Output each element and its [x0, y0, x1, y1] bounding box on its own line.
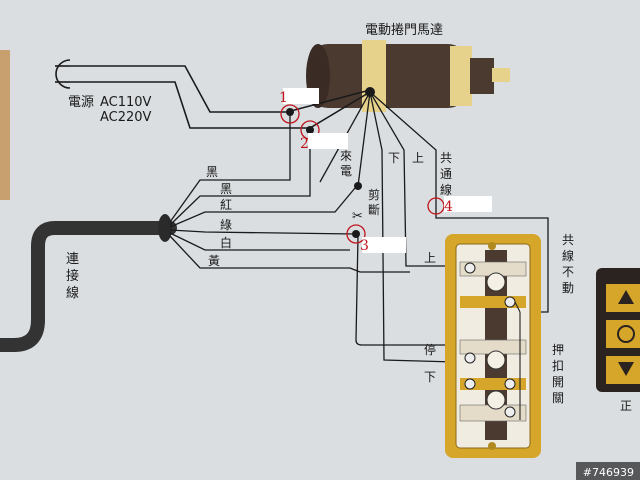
cable-label-2: 接 — [66, 268, 79, 284]
wire-color-black-2: 黑 — [220, 182, 232, 196]
wire-color-red: 紅 — [220, 198, 232, 212]
stop-icon — [617, 325, 635, 343]
power-label: 電源 — [68, 95, 94, 110]
wire-color-yellow: 黃 — [208, 254, 220, 268]
incoming-label-2: 電 — [340, 164, 352, 178]
scissors-icon: ✂ — [352, 209, 363, 224]
wire-color-white: 白 — [220, 235, 232, 250]
markers — [280, 88, 492, 253]
left-edge-object — [0, 50, 10, 200]
down-arrow-icon — [618, 362, 634, 376]
right-edge-label: 正 — [620, 399, 632, 413]
incoming-label-1: 來 — [340, 149, 352, 163]
marker-1-ring — [280, 104, 300, 124]
motor-title: 電動捲門馬達 — [365, 23, 443, 38]
plug-arc — [55, 59, 71, 89]
cable-end — [158, 214, 172, 242]
common-wire-label-3: 線 — [440, 182, 452, 197]
motor-neck — [470, 58, 494, 94]
common-fixed-label-1: 共 — [562, 233, 574, 247]
marker-2-box — [308, 133, 348, 149]
motor-shaft — [492, 68, 510, 82]
common-wire-label-2: 通 — [440, 167, 452, 181]
switch-label-4: 關 — [552, 391, 564, 405]
marker-1-number: 1 — [279, 90, 288, 106]
marker-4-box — [444, 196, 492, 212]
connection-cable — [0, 221, 177, 352]
common-fixed-label-2: 線 — [562, 248, 574, 263]
up-label-top: 上 — [412, 151, 424, 165]
junction-dots — [286, 87, 375, 238]
down-label-switch: 下 — [424, 370, 436, 384]
marker-1-box — [283, 88, 319, 104]
switch-label-2: 扣 — [552, 359, 564, 373]
common-wire-label-1: 共 — [440, 151, 452, 165]
power-ac220: AC220V — [100, 110, 152, 125]
cut-label-1: 剪 — [368, 187, 380, 202]
power-ac110: AC110V — [100, 95, 152, 110]
up-arrow-icon — [618, 290, 634, 304]
marker-3-ring — [346, 224, 366, 244]
power-wires — [55, 59, 371, 129]
switch-label-1: 押 — [552, 343, 564, 357]
motor-body — [308, 44, 468, 108]
switch-label-3: 開 — [552, 375, 564, 389]
stop-label-switch: 停 — [424, 342, 436, 357]
wire-color-black-1: 黑 — [206, 165, 218, 179]
cable-label-3: 線 — [66, 285, 79, 301]
marker-3-box — [362, 237, 406, 253]
up-label-switch: 上 — [424, 251, 436, 265]
marker-3-number: 3 — [360, 238, 369, 254]
down-label-top: 下 — [388, 151, 400, 165]
motor-wires — [319, 91, 549, 363]
common-fixed-label-3: 不 — [562, 265, 574, 279]
cut-label-2: 斷 — [368, 203, 380, 217]
motor-band-right — [450, 46, 472, 106]
marker-4-number: 4 — [444, 199, 453, 215]
wire-color-green: 綠 — [220, 218, 232, 232]
fanout-wires — [169, 112, 410, 273]
remote-control — [596, 268, 640, 392]
marker-2-number: 2 — [300, 136, 309, 152]
switch-box — [445, 234, 541, 458]
common-fixed-label-4: 動 — [562, 281, 574, 295]
cable-label-1: 連 — [66, 252, 79, 267]
watermark: #746939 — [583, 466, 634, 479]
